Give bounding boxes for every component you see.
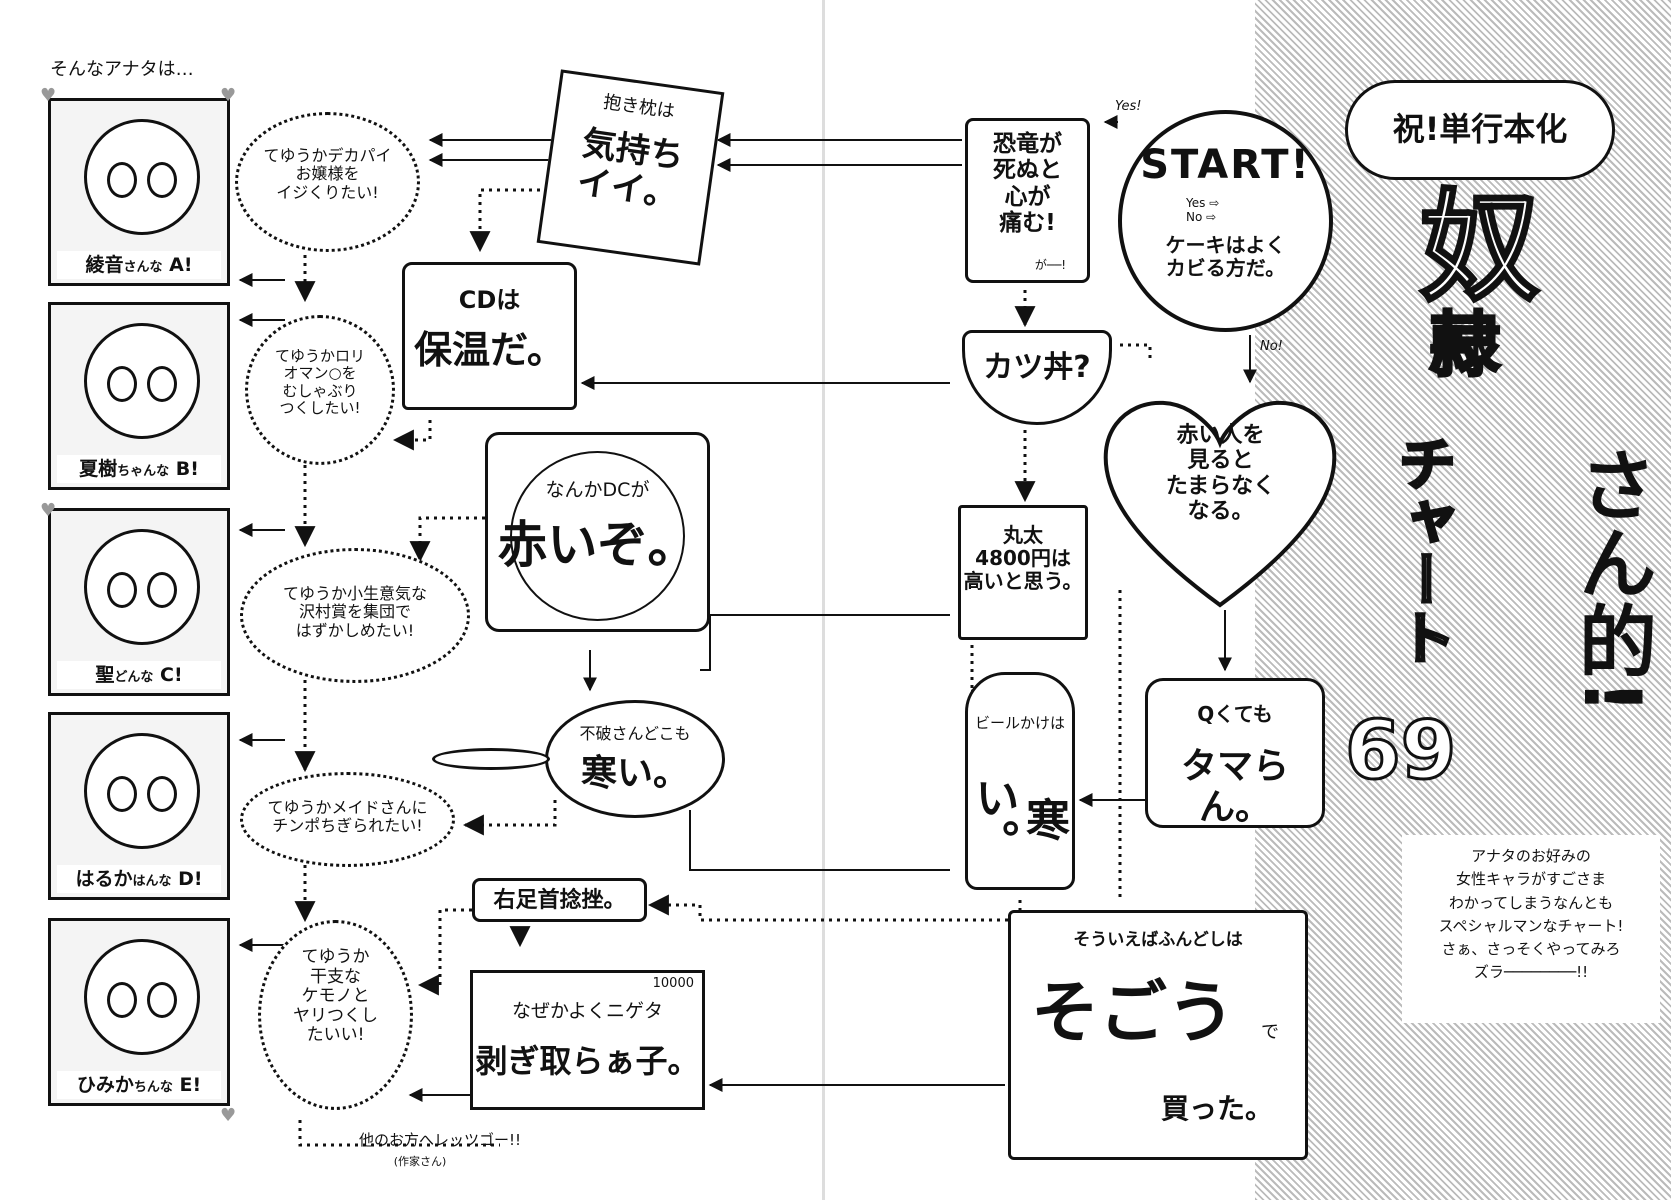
panel-character-a: 綾音さんな A! xyxy=(48,98,230,286)
node-dc-console: なんかDCが 赤いぞ。 xyxy=(485,432,710,632)
node-nigeta-text: 剥ぎ取らぁ子。 xyxy=(475,1042,700,1080)
node-fundoshi-flag: そういえばふんどしは そごう で 買った。 xyxy=(1008,910,1308,1160)
result-bubble-a: てゆうかデカパイ お嬢様を イジくりたい! xyxy=(235,112,420,252)
node-nigeta-sub: なぜかよくニゲタ xyxy=(511,1000,664,1022)
result-text-e: てゆうか 干支な ケモノと ヤリつくし たいい! xyxy=(293,947,378,1046)
node-fundoshi-text: そごう xyxy=(1031,974,1236,1053)
dot-beer-ashi xyxy=(647,894,1022,922)
node-fuwa-text: 寒い。 xyxy=(580,753,689,794)
note-text: アナタのお好みの 女性キャラがすごさま わかってしまうなんとも スペシャルマンな… xyxy=(1438,847,1624,982)
panel-character-e: ひみかちんな E! xyxy=(48,918,230,1106)
node-cd-top: CDは xyxy=(458,286,521,314)
dot-dc-res3 xyxy=(409,516,485,563)
node-fundoshi-end: 買った。 xyxy=(1161,1092,1274,1125)
node-red-person-text: 赤い人を 見ると たまらなく なる。 xyxy=(1165,423,1276,524)
node-ankle-sprain: 右足首捻挫。 xyxy=(472,878,647,922)
node-cd-rice-cooker: CDは 保温だ。 xyxy=(402,262,577,410)
dc-disc-circle xyxy=(510,451,685,621)
header-left: そんなアナタは… xyxy=(50,59,194,80)
node-dinosaur-text: 恐竜が 死ぬと 心が 痛む! xyxy=(993,131,1062,237)
dot-cd-res2 xyxy=(392,420,432,451)
node-tamaran: Qくても タマらん。 xyxy=(1145,678,1325,828)
node-red-person-heart: 赤い人を 見ると たまらなく なる。 xyxy=(1098,385,1343,610)
panel-label-d: はるかはんな D! xyxy=(57,865,221,893)
node-maruta-text: 丸太 4800円は 高いと思う。 xyxy=(963,523,1083,593)
character-face xyxy=(84,733,200,849)
title-number: 69 xyxy=(1343,703,1457,798)
character-face xyxy=(84,939,200,1055)
start-question: ケーキはよく カビる方だ。 xyxy=(1165,233,1286,280)
edge-label-no: No! xyxy=(1260,339,1283,354)
node-nigeta-number: 10000 xyxy=(652,976,694,991)
node-maruta-sign: 丸太 4800円は 高いと思う。 xyxy=(958,505,1088,640)
node-fuwa-tail xyxy=(432,748,550,770)
node-beer-sub: ビールかけは xyxy=(974,714,1065,732)
node-dakimakura: 抱き枕は 気持ち イイ。 xyxy=(536,69,725,266)
result-text-d: てゆうかメイドさんに チンポちぎられたい! xyxy=(267,798,428,836)
character-face xyxy=(84,119,200,235)
panel-character-c: 聖どんな C! xyxy=(48,508,230,696)
node-dc-text: 赤いぞ。 xyxy=(497,516,698,574)
footer-line: 他のお方へレッツゴー!! xyxy=(358,1131,522,1149)
title-celebration: 祝!単行本化 xyxy=(1392,110,1568,148)
node-dakimakura-text: 気持ち イイ。 xyxy=(574,123,687,216)
title-celebration-cloud: 祝!単行本化 xyxy=(1345,80,1615,180)
panel-label-c: 聖どんな C! xyxy=(57,661,221,689)
result-bubble-e: てゆうか 干支な ケモノと ヤリつくし たいい! xyxy=(258,920,413,1110)
node-fuwa-bubble: 不破さんどこも 寒い。 xyxy=(545,700,725,818)
node-dc-sub: なんかDCが xyxy=(545,479,650,501)
node-fuwa-sub: 不破さんどこも xyxy=(579,724,691,743)
heart-icon: ♥ xyxy=(220,1105,237,1126)
character-face xyxy=(84,529,200,645)
heart-icon: ♥ xyxy=(40,500,57,521)
title-main-2: 隷 xyxy=(1429,304,1502,387)
edge-label-yes: Yes! xyxy=(1115,99,1142,114)
result-text-b: てゆうかロリ オマン○を むしゃぶり つくしたい! xyxy=(274,347,365,417)
edge-maruta-dc xyxy=(700,614,950,671)
result-bubble-b: てゆうかロリ オマン○を むしゃぶり つくしたい! xyxy=(245,315,395,465)
node-tamaran-sub: Qくても xyxy=(1197,702,1273,726)
node-beer-bottle: ビールかけは 寒い。 xyxy=(965,672,1075,890)
node-beer-text: 寒い。 xyxy=(967,775,1069,863)
dot-fumo-res4 xyxy=(462,800,557,836)
dot-katsu-red xyxy=(1120,343,1152,360)
title-main-4: チャート xyxy=(1387,433,1458,668)
node-dakimakura-sub: 抱き枕は xyxy=(601,91,677,123)
node-nigeta: 10000 なぜかよくニゲタ 剥ぎ取らぁ子。 xyxy=(470,970,705,1110)
character-face xyxy=(84,323,200,439)
panel-character-b: 夏樹ちゃんな B! xyxy=(48,302,230,490)
node-katsudon-text: カツ丼? xyxy=(983,350,1091,385)
node-tamaran-text: タマらん。 xyxy=(1180,746,1289,829)
start-legend: Yes ⇨ No ⇨ xyxy=(1186,196,1220,224)
node-dinosaur: 恐竜が 死ぬと 心が 痛む! が──! xyxy=(965,118,1090,283)
node-start: START! Yes ⇨ No ⇨ ケーキはよく カビる方だ。 xyxy=(1118,110,1333,332)
heart-shape xyxy=(1103,400,1337,608)
title-main-3: さん的! xyxy=(1566,445,1656,715)
dot-res5-footer xyxy=(298,1120,500,1147)
footer-credit: (作家さん) xyxy=(393,1155,447,1168)
result-text-a: てゆうかデカパイ お嬢様を イジくりたい! xyxy=(263,146,392,202)
heart-icon: ♥ xyxy=(220,85,237,106)
result-bubble-d: てゆうかメイドさんに チンポちぎられたい! xyxy=(240,772,455,867)
node-ankle-text: 右足首捻挫。 xyxy=(493,888,626,913)
edge-fumo-maruta xyxy=(689,810,950,871)
node-fundoshi-sub: そういえばふんどしは xyxy=(1073,930,1243,950)
panel-label-e: ひみかちんな E! xyxy=(57,1071,221,1099)
note-box: アナタのお好みの 女性キャラがすごさま わかってしまうなんとも スペシャルマンな… xyxy=(1402,835,1660,1023)
node-fundoshi-de: で xyxy=(1261,1022,1279,1043)
result-text-c: てゆうか小生意気な 沢村賞を集団で はずかしめたい! xyxy=(282,584,427,640)
panel-label-a: 綾音さんな A! xyxy=(57,251,221,279)
heart-icon: ♥ xyxy=(40,85,57,106)
panel-label-b: 夏樹ちゃんな B! xyxy=(57,455,221,483)
start-title: START! xyxy=(1140,142,1311,188)
node-cd-text: 保温だ。 xyxy=(414,328,565,372)
node-dinosaur-tail: が──! xyxy=(1034,258,1067,272)
panel-character-d: はるかはんな D! xyxy=(48,712,230,900)
page-gutter xyxy=(822,0,825,1200)
title-main-1: 奴 xyxy=(1419,178,1542,319)
result-bubble-c: てゆうか小生意気な 沢村賞を集団で はずかしめたい! xyxy=(240,548,470,683)
